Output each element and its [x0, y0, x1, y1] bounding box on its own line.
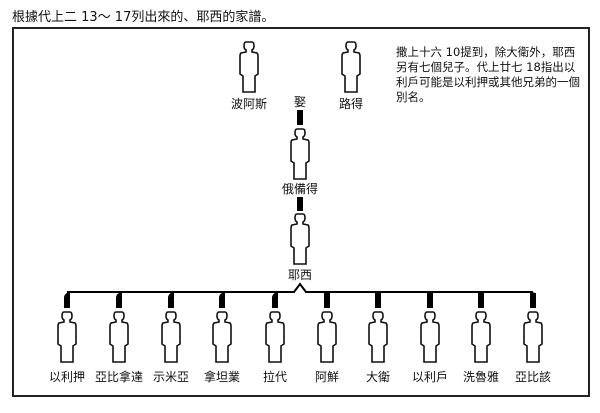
child-figure — [523, 311, 543, 363]
children-connector — [67, 282, 533, 293]
child-name: 亞比拿達 — [94, 370, 144, 384]
child-connector — [64, 292, 70, 308]
child-figure — [420, 311, 440, 363]
child-figure — [368, 311, 388, 363]
child-figure — [265, 311, 285, 363]
child-figure — [212, 311, 232, 363]
child-name: 拿坦業 — [203, 370, 241, 384]
child-name: 示米亞 — [152, 370, 190, 384]
child-connector — [116, 292, 122, 308]
note-text: 撒上十六 10提到，除大衛外，耶西另有七個兒子。代上廿七 18指出以利戶可能是以… — [396, 45, 580, 104]
obed-figure — [290, 128, 310, 180]
child-connector — [478, 292, 484, 308]
ruth-figure — [341, 41, 361, 93]
jesse-figure — [290, 213, 310, 265]
child-connector — [427, 292, 433, 308]
obed-jesse-connector — [297, 197, 303, 211]
child-figure — [161, 311, 181, 363]
child-connector — [219, 292, 225, 308]
child-connector — [530, 292, 536, 308]
married-label: 娶 — [293, 95, 307, 109]
child-connector — [168, 292, 174, 308]
child-figure — [57, 311, 77, 363]
child-connector — [272, 292, 278, 308]
child-name: 大衛 — [365, 370, 391, 384]
person-obed: 俄備得 — [281, 182, 319, 196]
child-connector — [324, 292, 330, 308]
child-figure — [317, 311, 337, 363]
child-name: 以利押 — [48, 370, 86, 384]
person-ruth: 路得 — [338, 97, 364, 111]
child-connector — [375, 292, 381, 308]
child-figure — [471, 311, 491, 363]
marriage-connector — [297, 110, 303, 125]
child-name: 阿鮮 — [314, 370, 340, 384]
child-figure — [109, 311, 129, 363]
person-boaz: 波阿斯 — [230, 97, 268, 111]
child-name: 以利戶 — [411, 370, 449, 384]
child-name: 亞比該 — [514, 370, 552, 384]
boaz-figure — [239, 41, 259, 93]
person-jesse: 耶西 — [287, 268, 313, 282]
child-name: 洗魯雅 — [462, 370, 500, 384]
child-name: 拉代 — [262, 370, 288, 384]
family-tree-frame — [12, 27, 590, 397]
page-title: 根據代上二 13～ 17列出來的、耶西的家譜。 — [12, 10, 275, 25]
